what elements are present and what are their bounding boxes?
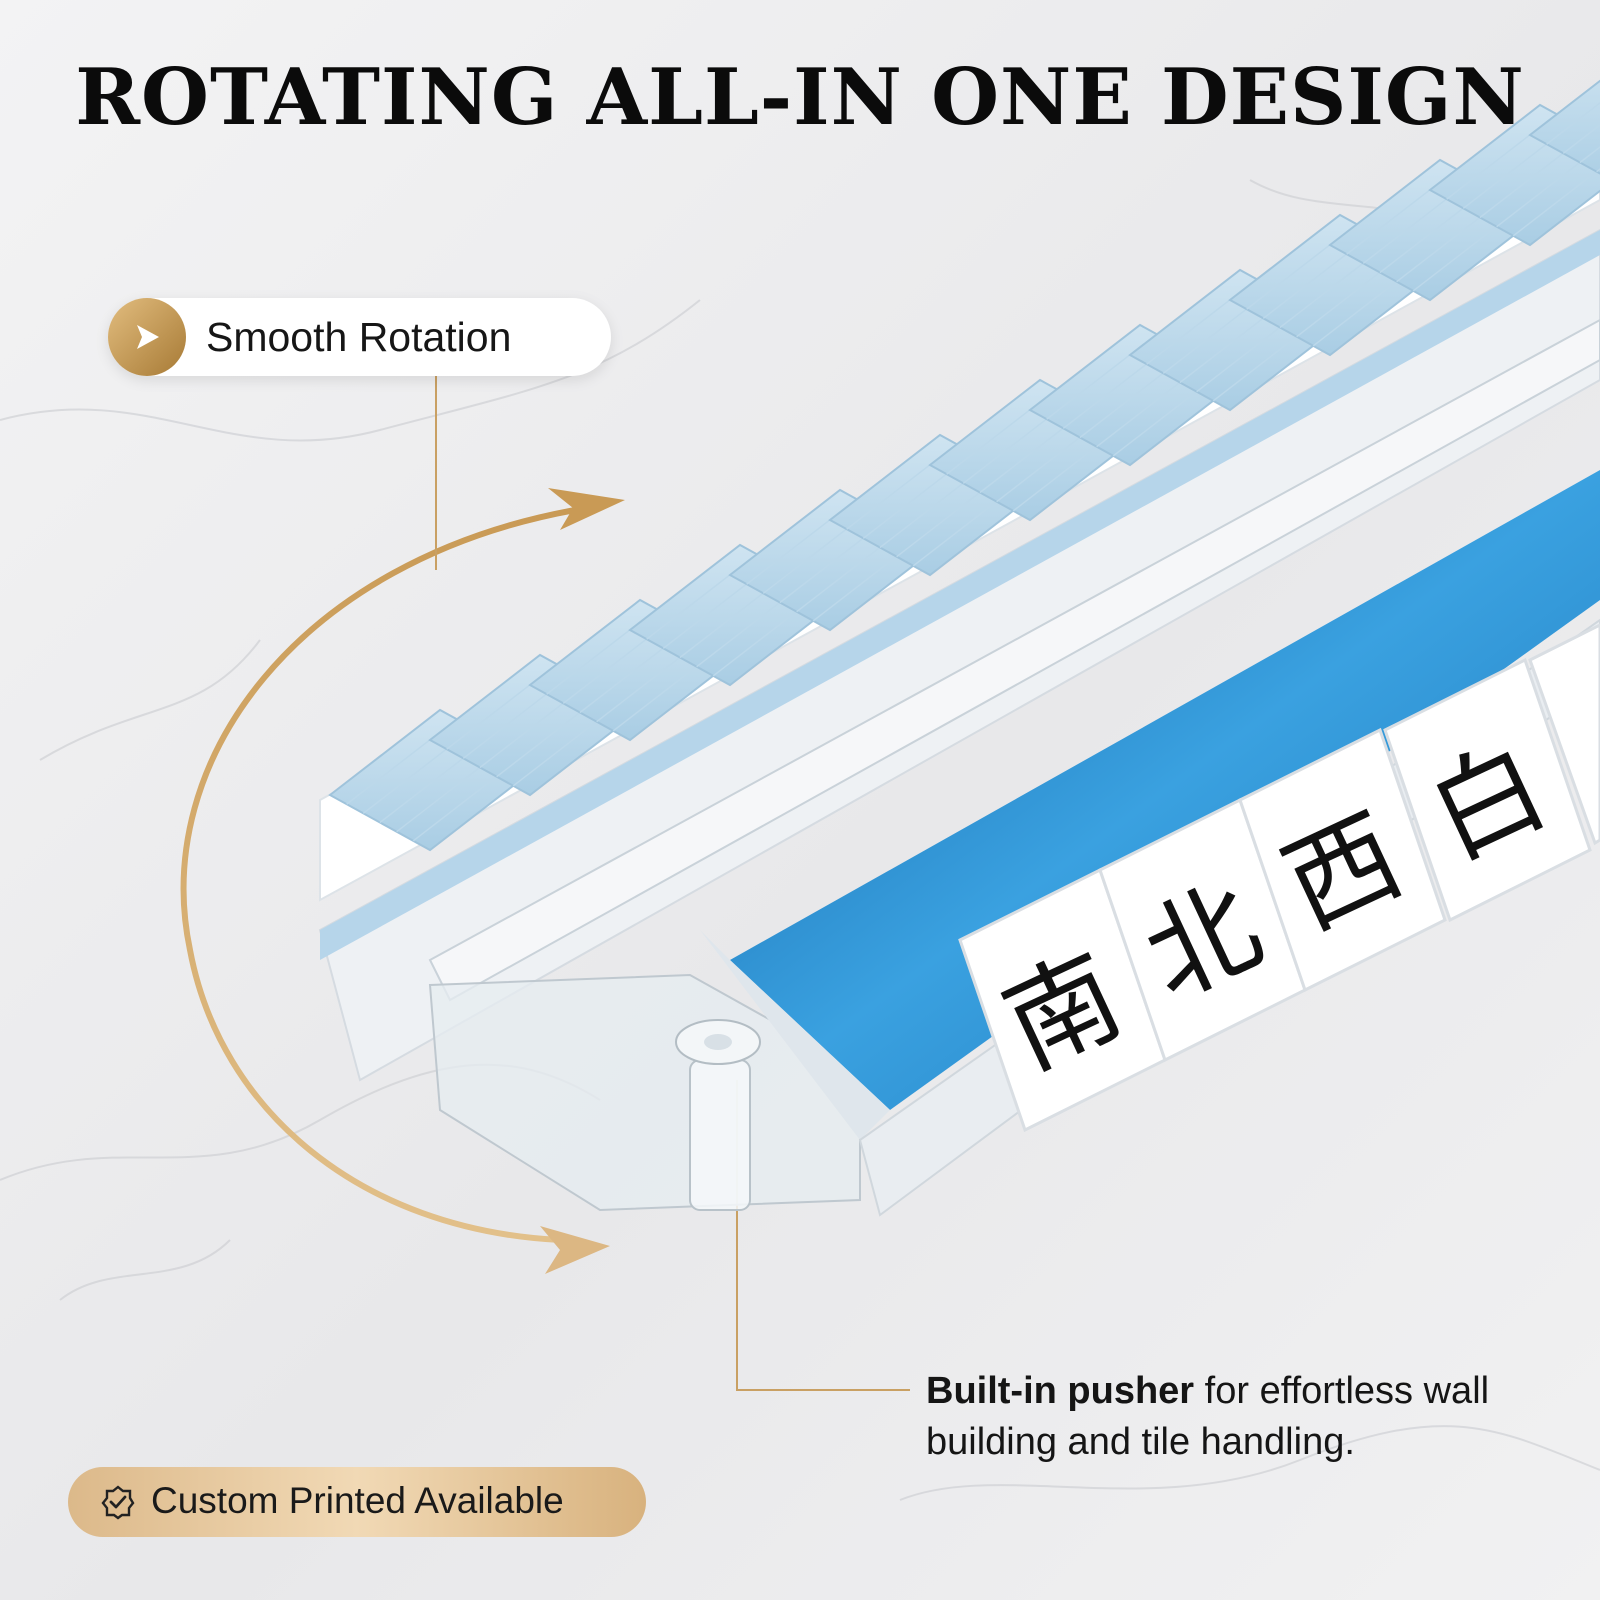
tile-ridge [1546, 102, 1600, 145]
tile-ridge [1512, 167, 1600, 237]
custom-printed-badge: Custom Printed Available [68, 1467, 646, 1537]
tile-row-top [328, 79, 1600, 852]
mahjong-tile: 西 [1238, 727, 1447, 993]
pusher-callout-rest: for effortless wall building and tile ha… [926, 1370, 1490, 1463]
arrow-up-icon [548, 488, 625, 530]
mahjong-tile: 白 [1383, 657, 1592, 923]
mahjong-tile-partial [1528, 623, 1600, 846]
custom-printed-label: Custom Printed Available [151, 1480, 564, 1521]
pusher-callout-bold: Built-in pusher [926, 1370, 1195, 1412]
play-arrow-icon [108, 298, 186, 376]
rotation-arc [180, 507, 578, 1243]
smooth-rotation-label: Smooth Rotation [206, 314, 512, 360]
smooth-rotation-callout: Smooth Rotation [108, 298, 611, 376]
pusher-callout: Built-in pusher for effortless wall buil… [926, 1366, 1566, 1468]
shield-check-icon [101, 1485, 135, 1520]
tile-ridge [1579, 146, 1600, 164]
pusher-knob [428, 973, 861, 1212]
arrow-down-icon [540, 1226, 610, 1274]
headline: ROTATING ALL-IN ONE DESIGN [75, 52, 1525, 143]
mahjong-tile: 北 [1098, 797, 1307, 1063]
mahjong-tile: 南 [958, 867, 1167, 1133]
tile-ridge [1562, 124, 1600, 154]
